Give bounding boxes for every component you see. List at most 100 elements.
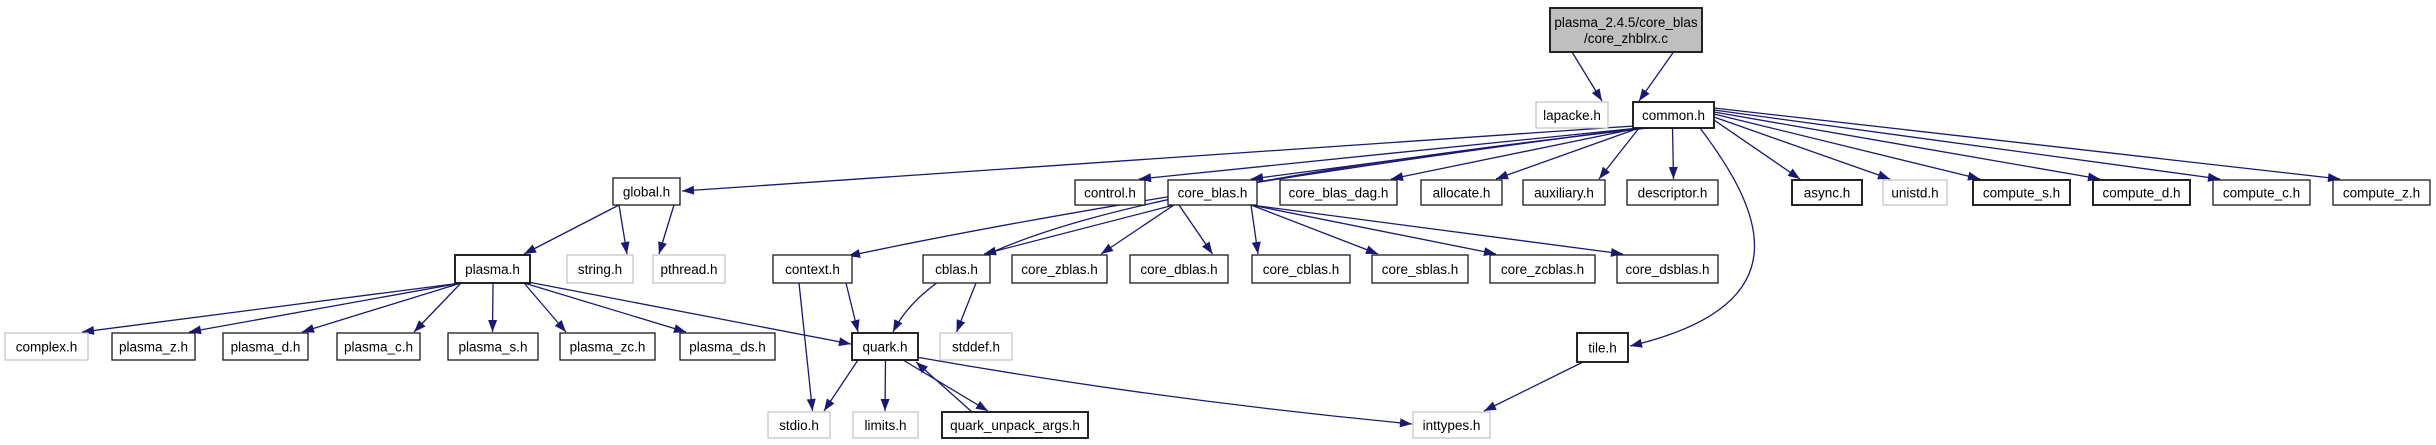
node-box[interactable] <box>1791 179 1863 206</box>
node-box[interactable] <box>111 332 196 361</box>
node-tile_h[interactable]: tile.h <box>1576 332 1629 363</box>
node-core_cblas_h[interactable]: core_cblas.h <box>1251 254 1351 284</box>
node-cblas_h[interactable]: cblas.h <box>922 254 991 284</box>
node-label: core_zblas.h <box>1021 262 1098 277</box>
edge-arrowhead <box>673 324 686 333</box>
edge-core_blas_h-to-core_sblas_h <box>1250 204 1379 255</box>
node-box <box>566 254 634 284</box>
node-label: core_sblas.h <box>1382 262 1459 277</box>
edge-core_blas_h-to-cblas_h <box>983 204 1175 256</box>
node-compute_c_h[interactable]: compute_c.h <box>2212 179 2311 206</box>
node-common_h[interactable]: common.h <box>1632 101 1715 129</box>
edge-plasma_h-to-plasma_z_h <box>188 282 462 335</box>
node-box <box>1412 411 1491 439</box>
node-async_h[interactable]: async.h <box>1791 179 1863 206</box>
node-plasma_h[interactable]: plasma.h <box>454 254 531 284</box>
edge-common_h-to-compute_d_h <box>1713 111 2101 182</box>
node-box[interactable] <box>1371 254 1469 284</box>
node-quark_unpack_args_h[interactable]: quark_unpack_args.h <box>941 411 1089 439</box>
node-box[interactable] <box>1074 179 1146 206</box>
node-box[interactable] <box>1167 179 1258 206</box>
node-plasma_ds_h[interactable]: plasma_ds.h <box>679 332 776 361</box>
node-box[interactable] <box>941 411 1089 439</box>
node-stdio_h: stdio.h <box>767 411 831 439</box>
edge-plasma_h-to-plasma_ds_h <box>523 282 687 333</box>
edge-plasma_h-to-complex_h <box>81 282 462 335</box>
node-box[interactable] <box>1632 101 1715 129</box>
node-descriptor_h[interactable]: descriptor.h <box>1626 179 1719 206</box>
node-box[interactable] <box>1626 179 1719 206</box>
edge-global_h-to-string_h <box>618 204 630 255</box>
node-label: compute_z.h <box>2343 185 2420 200</box>
node-allocate_h[interactable]: allocate.h <box>1420 179 1503 206</box>
edge-root-to-common_h <box>1638 51 1675 102</box>
node-box[interactable] <box>2332 179 2431 206</box>
node-box[interactable] <box>1420 179 1503 206</box>
node-box[interactable] <box>454 254 531 284</box>
edge-line <box>892 127 1649 333</box>
node-label: stdio.h <box>779 418 819 433</box>
node-box[interactable] <box>1279 179 1398 206</box>
edge-arrowhead <box>1630 338 1643 348</box>
node-compute_z_h[interactable]: compute_z.h <box>2332 179 2431 206</box>
node-box <box>1535 101 1609 129</box>
node-box[interactable] <box>851 332 919 361</box>
node-core_dsblas_h[interactable]: core_dsblas.h <box>1616 254 1719 284</box>
node-box[interactable] <box>1489 254 1596 284</box>
node-core_sblas_h[interactable]: core_sblas.h <box>1371 254 1469 284</box>
node-box[interactable] <box>336 332 421 361</box>
edge-arrowhead <box>1484 401 1497 411</box>
node-box[interactable] <box>447 332 539 361</box>
edge-arrowhead <box>1483 247 1496 257</box>
node-context_h[interactable]: context.h <box>772 254 853 284</box>
node-box[interactable] <box>679 332 776 361</box>
edge-core_blas_h-to-core_dblas_h <box>1178 204 1214 255</box>
node-box[interactable] <box>1522 179 1606 206</box>
node-box[interactable] <box>1972 179 2071 206</box>
node-plasma_s_h[interactable]: plasma_s.h <box>447 332 539 361</box>
edge-common_h-to-compute_c_h <box>1713 109 2221 182</box>
node-box[interactable] <box>922 254 991 284</box>
node-core_blas_h[interactable]: core_blas.h <box>1167 179 1258 206</box>
edge-common_h-to-quark_h <box>892 127 1649 333</box>
node-compute_s_h[interactable]: compute_s.h <box>1972 179 2071 206</box>
edge-plasma_h-to-plasma_s_h <box>488 282 498 333</box>
node-box[interactable] <box>2212 179 2311 206</box>
node-quark_h[interactable]: quark.h <box>851 332 919 361</box>
node-auxiliary_h[interactable]: auxiliary.h <box>1522 179 1606 206</box>
edge-arrowhead <box>189 325 202 335</box>
node-control_h[interactable]: control.h <box>1074 179 1146 206</box>
node-label: plasma_c.h <box>344 339 413 354</box>
node-box[interactable] <box>1011 254 1108 284</box>
node-box[interactable] <box>1251 254 1351 284</box>
edge-quark_h-to-quark_unpack_args_h <box>902 359 989 412</box>
node-core_zblas_h[interactable]: core_zblas.h <box>1011 254 1108 284</box>
edge-common_h-to-unistd_h <box>1713 116 1891 180</box>
node-plasma_c_h[interactable]: plasma_c.h <box>336 332 421 361</box>
node-box[interactable] <box>612 177 681 206</box>
edge-arrowhead <box>893 319 903 332</box>
edge-root-to-lapacke_h <box>1571 51 1603 102</box>
node-label: quark_unpack_args.h <box>950 418 1080 433</box>
edge-arrowhead <box>1496 170 1509 180</box>
node-core_zcblas_h[interactable]: core_zcblas.h <box>1489 254 1596 284</box>
node-plasma_d_h[interactable]: plasma_d.h <box>222 332 309 361</box>
node-box[interactable] <box>772 254 853 284</box>
edge-line <box>1100 204 1175 255</box>
node-box <box>767 411 831 439</box>
node-label: plasma_s.h <box>458 339 527 354</box>
node-core_dblas_h[interactable]: core_dblas.h <box>1129 254 1229 284</box>
node-global_h[interactable]: global.h <box>612 177 681 206</box>
node-plasma_z_h[interactable]: plasma_z.h <box>111 332 196 361</box>
node-box[interactable] <box>222 332 309 361</box>
node-box[interactable] <box>1616 254 1719 284</box>
node-box[interactable] <box>1129 254 1229 284</box>
node-label: plasma_z.h <box>119 339 188 354</box>
node-box[interactable] <box>559 332 656 361</box>
node-compute_d_h[interactable]: compute_d.h <box>2092 179 2191 206</box>
node-core_blas_dag_h[interactable]: core_blas_dag.h <box>1279 179 1398 206</box>
edge-arrowhead <box>488 319 498 332</box>
node-box[interactable] <box>2092 179 2191 206</box>
node-plasma_zc_h[interactable]: plasma_zc.h <box>559 332 656 361</box>
node-box[interactable] <box>1576 332 1629 363</box>
